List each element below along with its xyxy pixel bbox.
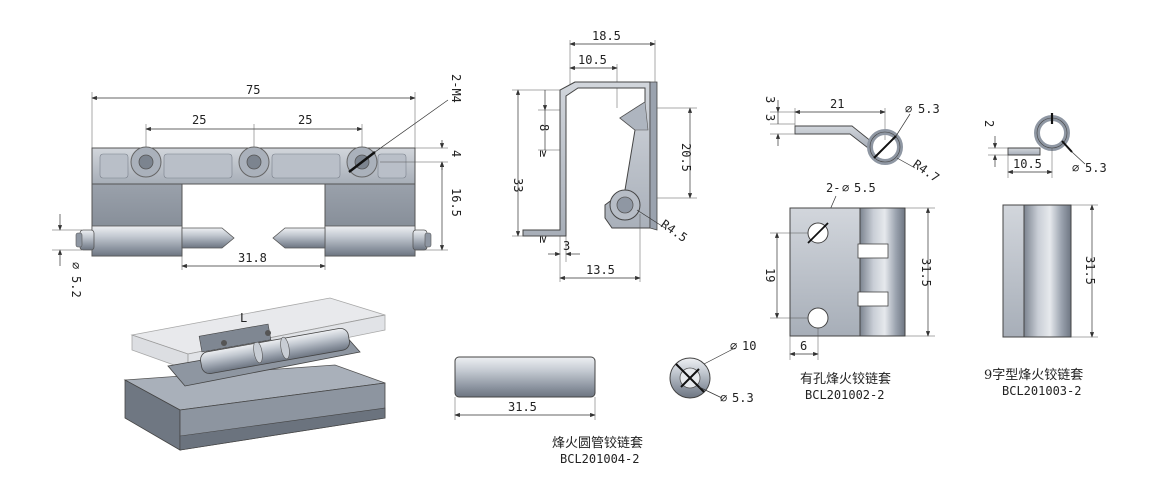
iso-barrel bbox=[200, 328, 350, 374]
nine-profile-bar bbox=[1007, 147, 1041, 156]
hinge-pin-inner-right bbox=[272, 227, 326, 249]
dim-tube-inner-diameter: 5.3 bbox=[732, 391, 754, 405]
sleeve-holes-front: 19 31.5 6 有孔烽火铰链套 BCL201002-2 bbox=[763, 207, 935, 402]
dim-radius: R4.5 bbox=[658, 217, 690, 245]
main-hinge-view: 75 25 25 2-M4 bbox=[52, 74, 463, 298]
isometric-hinge-view: L bbox=[123, 297, 386, 451]
hinge-pin-left-end bbox=[75, 229, 95, 251]
dim-tube-outer-phi: ⌀ bbox=[730, 339, 737, 353]
dim-hole-phi: ⌀ bbox=[842, 181, 849, 195]
dim-hole-diameter: 5.5 bbox=[854, 181, 876, 195]
dim-sleeve-diameter: 5.3 bbox=[918, 102, 940, 116]
dim-hole-spacing-left: 25 bbox=[192, 113, 206, 127]
hinge-pin-right-end bbox=[412, 229, 432, 251]
dim-sleeve-length: 21 bbox=[830, 97, 844, 111]
dim-overall-width: 75 bbox=[246, 83, 260, 97]
dim-thread: 2-M4 bbox=[449, 74, 463, 103]
tube-sleeve-code: BCL201004-2 bbox=[560, 452, 639, 466]
dim-tube-inner-phi: ⌀ bbox=[720, 391, 727, 405]
dim-nine-height: 31.5 bbox=[1083, 256, 1097, 285]
dim-tube-length: 31.5 bbox=[508, 400, 537, 414]
ge-symbol-upper: ≥ bbox=[537, 150, 551, 157]
dim-sleeve-height: 31.5 bbox=[919, 258, 933, 287]
hinge-pin-inner-left bbox=[181, 227, 235, 249]
dim-pin-phi: ⌀ bbox=[69, 262, 83, 269]
dim-height: 16.5 bbox=[449, 188, 463, 217]
tube-sleeve-view: 31.5 烽火圆管铰链套 BCL201004-2 bbox=[454, 356, 643, 466]
dim-thickness: 3 bbox=[563, 239, 570, 253]
sleeve-nine-profile: 2 10.5 ⌀ 5.3 bbox=[982, 113, 1107, 178]
side-profile-view: 18.5 10.5 33 8 ≥ ≥ 20.5 R4.5 bbox=[511, 29, 697, 282]
dim-hole-pitch: 19 bbox=[763, 268, 777, 282]
dim-bottom-width: 13.5 bbox=[586, 263, 615, 277]
dim-top-width: 18.5 bbox=[592, 29, 621, 43]
dim-nine-phi: ⌀ bbox=[1072, 161, 1079, 175]
hinge-hole-boss bbox=[346, 146, 378, 178]
dim-nine-length: 10.5 bbox=[1013, 157, 1042, 171]
tube-sleeve-caption: 烽火圆管铰链套 bbox=[552, 435, 643, 451]
dim-nine-diameter: 5.3 bbox=[1085, 161, 1107, 175]
sleeve-hole bbox=[807, 307, 829, 329]
sleeve-nine-code: BCL201003-2 bbox=[1002, 384, 1081, 398]
dim-pin-diameter: 5.2 bbox=[69, 276, 83, 298]
dim-sleeve-edge: 6 bbox=[800, 339, 807, 353]
dim-height: 33 bbox=[511, 178, 525, 192]
dim-tube-outer-diameter: 10 bbox=[742, 339, 756, 353]
sleeve-holes-caption: 有孔烽火铰链套 bbox=[800, 371, 891, 387]
dim-sleeve-radius: R4.7 bbox=[910, 157, 942, 185]
dim-inner-height: 20.5 bbox=[679, 143, 693, 172]
dim-sleeve-a: 3 bbox=[763, 96, 777, 103]
dim-sleeve-phi: ⌀ bbox=[905, 102, 912, 116]
sleeve-holes-code: BCL201002-2 bbox=[805, 388, 884, 402]
dim-edge-offset: 4 bbox=[449, 150, 463, 157]
dim-top-inner: 10.5 bbox=[578, 53, 607, 67]
ge-symbol-lower: ≥ bbox=[537, 236, 551, 243]
hinge-hole-boss bbox=[130, 146, 162, 178]
dim-hole-spec: 2- bbox=[826, 181, 840, 195]
dim-upper: 8 bbox=[537, 124, 551, 131]
sleeve-nine-front: 31.5 9字型烽火铰链套 BCL201003-2 bbox=[984, 204, 1098, 398]
dim-sleeve-b: 3 bbox=[763, 114, 777, 121]
tube-sleeve-body bbox=[454, 356, 596, 398]
dim-nine-thickness: 2 bbox=[982, 120, 996, 127]
hinge-hole-boss bbox=[238, 146, 270, 178]
dim-pin-gap: 31.8 bbox=[238, 251, 267, 265]
sleeve-nine-caption: 9字型烽火铰链套 bbox=[984, 367, 1083, 383]
sleeve-profile-bar bbox=[794, 125, 873, 149]
svg-text:L: L bbox=[240, 311, 247, 325]
tube-end-view: ⌀ 10 ⌀ 5.3 bbox=[669, 339, 756, 405]
dim-hole-spacing-right: 25 bbox=[298, 113, 312, 127]
